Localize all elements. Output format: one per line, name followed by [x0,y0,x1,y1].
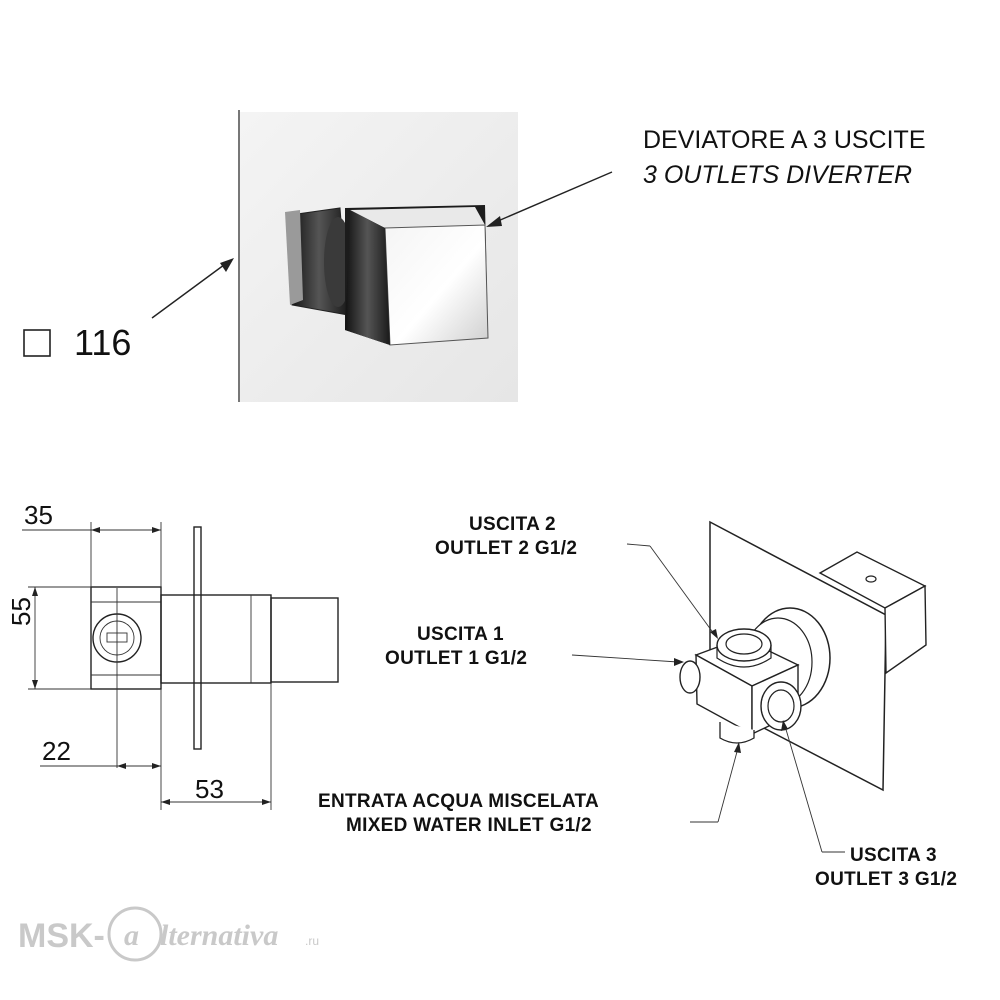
leader-inlet [690,742,741,823]
technical-drawing: 35 55 22 53 [6,500,339,810]
perspective-inlet [719,722,755,744]
handle-cube [270,597,339,683]
label-outlet-3-it: USCITA 3 [850,845,937,866]
dim-offset: 22 [42,736,71,766]
perspective-drawing [679,520,927,792]
label-outlet-1-it: USCITA 1 [417,624,504,645]
dim-height: 55 [6,597,36,626]
product-code: 116 [74,322,131,363]
valve-cylinder [160,594,272,684]
label-inlet-en: MIXED WATER INLET G1/2 [346,815,592,836]
title-leader [486,171,613,227]
watermark-prefix: MSK- [18,917,105,955]
label-outlet-2-it: USCITA 2 [469,514,556,535]
label-outlet-3-en: OUTLET 3 G1/2 [815,869,957,890]
leader-outlet-3 [781,720,845,853]
code-leader [151,258,234,319]
dim-width: 35 [24,500,53,530]
label-outlet-2-en: OUTLET 2 G1/2 [435,538,577,559]
leader-outlet-1 [571,654,684,666]
watermark-domain: .ru [305,934,319,948]
title-italian: DEVIATORE A 3 USCITE [643,126,926,154]
knob-back [285,207,352,316]
label-outlet-1-en: OUTLET 1 G1/2 [385,648,527,669]
perspective-outlet-3 [760,681,802,731]
perspective-outlet-2 [716,628,772,668]
label-inlet-it: ENTRATA ACQUA MISCELATA [318,791,599,812]
perspective-outlet-1 [679,660,701,694]
watermark-at-icon [107,906,163,962]
watermark-suffix: lternativa [160,919,278,952]
wall-plate [193,526,202,750]
watermark: MSK- a lternativa .ru [18,906,319,962]
perspective-handle [818,551,927,675]
square-symbol-icon [23,329,51,357]
product-photo [238,110,518,402]
dim-depth: 53 [195,774,224,804]
knob-cube [345,205,489,346]
title-english: 3 OUTLETS DIVERTER [643,161,912,189]
leader-outlet-2 [626,543,718,639]
svg-text:a: a [124,919,139,952]
